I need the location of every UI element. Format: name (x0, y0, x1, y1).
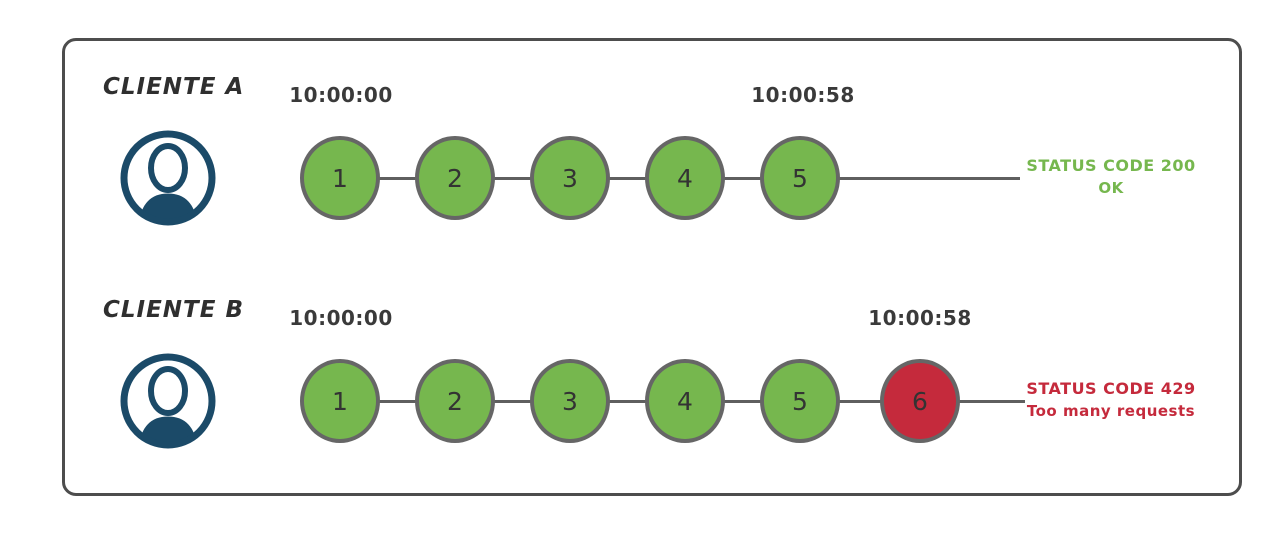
client-b-label: CLIENTE B (103, 297, 244, 323)
status-code-label: STATUS CODE 429 (1026, 379, 1196, 398)
request-circle: 2 (415, 136, 495, 220)
request-circle: 2 (415, 359, 495, 443)
start-timestamp: 10:00:00 (289, 306, 393, 330)
client-a-label: CLIENTE A (103, 74, 245, 100)
request-circle: 4 (645, 136, 725, 220)
user-icon (116, 126, 220, 230)
status-message-label: Too many requests (1026, 402, 1196, 420)
request-circle: 5 (760, 136, 840, 220)
request-circle: 5 (760, 359, 840, 443)
status-code-label: STATUS CODE 200 (1026, 156, 1196, 175)
request-circle: 1 (300, 136, 380, 220)
start-timestamp: 10:00:00 (289, 83, 393, 107)
end-timestamp: 10:00:58 (868, 306, 972, 330)
status-message-label: OK (1098, 179, 1124, 197)
request-circle: 3 (530, 136, 610, 220)
request-circle: 6 (880, 359, 960, 443)
request-circle: 3 (530, 359, 610, 443)
user-icon (116, 349, 220, 453)
request-circle: 4 (645, 359, 725, 443)
end-timestamp: 10:00:58 (751, 83, 855, 107)
status-text: STATUS CODE 200 OK (1026, 155, 1196, 199)
status-text: STATUS CODE 429 Too many requests (1026, 378, 1196, 422)
request-circle: 1 (300, 359, 380, 443)
